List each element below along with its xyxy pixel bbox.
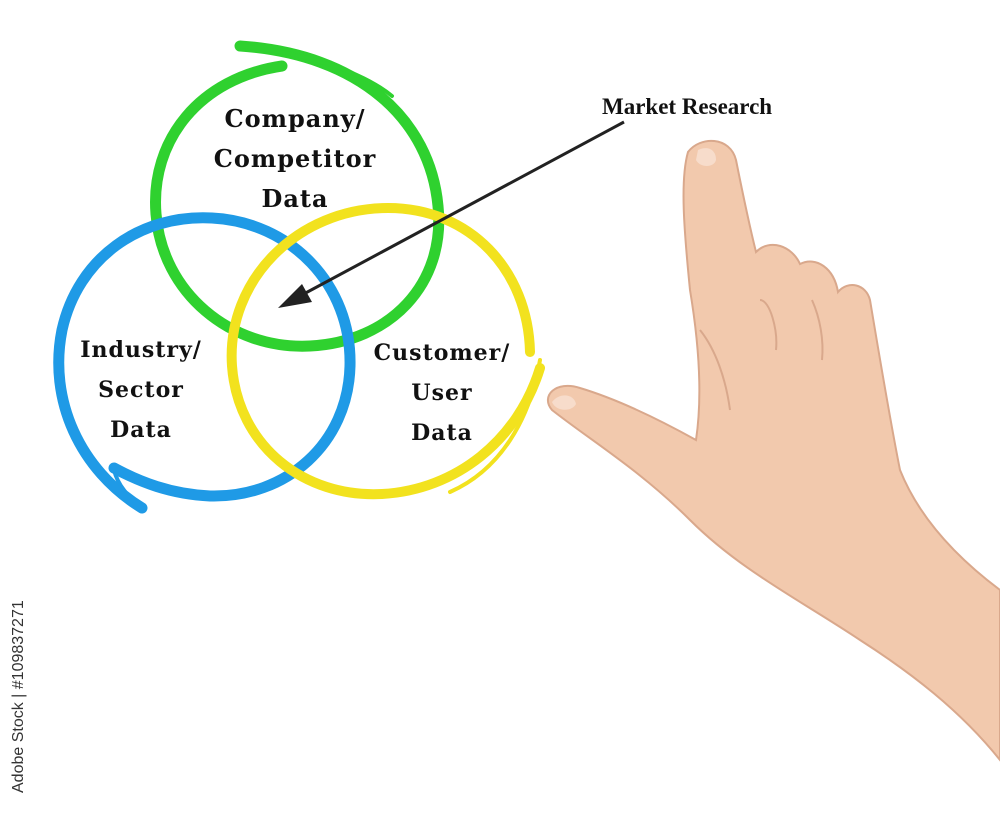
- customer-line-2: User: [411, 380, 473, 406]
- company-circle: [150, 40, 445, 352]
- stock-id-watermark: Adobe Stock | #109837271: [10, 600, 27, 794]
- pointer-arrow: [278, 120, 625, 308]
- industry-line-1: Industry/: [80, 337, 202, 363]
- customer-line-1: Customer/: [373, 340, 511, 366]
- company-line-2: Competitor: [213, 144, 377, 173]
- industry-line-3: Data: [110, 417, 172, 443]
- market-research-label: Market Research: [602, 94, 773, 119]
- pointing-hand: [546, 139, 1000, 762]
- customer-line-3: Data: [411, 420, 473, 446]
- customer-circle: [226, 202, 545, 500]
- company-competitor-label: Company/ Competitor Data: [190, 107, 400, 227]
- industry-sector-label: Industry/ Sector Data: [56, 339, 226, 459]
- company-line-1: Company/: [224, 104, 366, 133]
- industry-line-2: Sector: [98, 377, 184, 403]
- industry-circle: [53, 212, 356, 514]
- customer-user-label: Customer/ User Data: [352, 342, 532, 462]
- company-line-3: Data: [261, 184, 329, 213]
